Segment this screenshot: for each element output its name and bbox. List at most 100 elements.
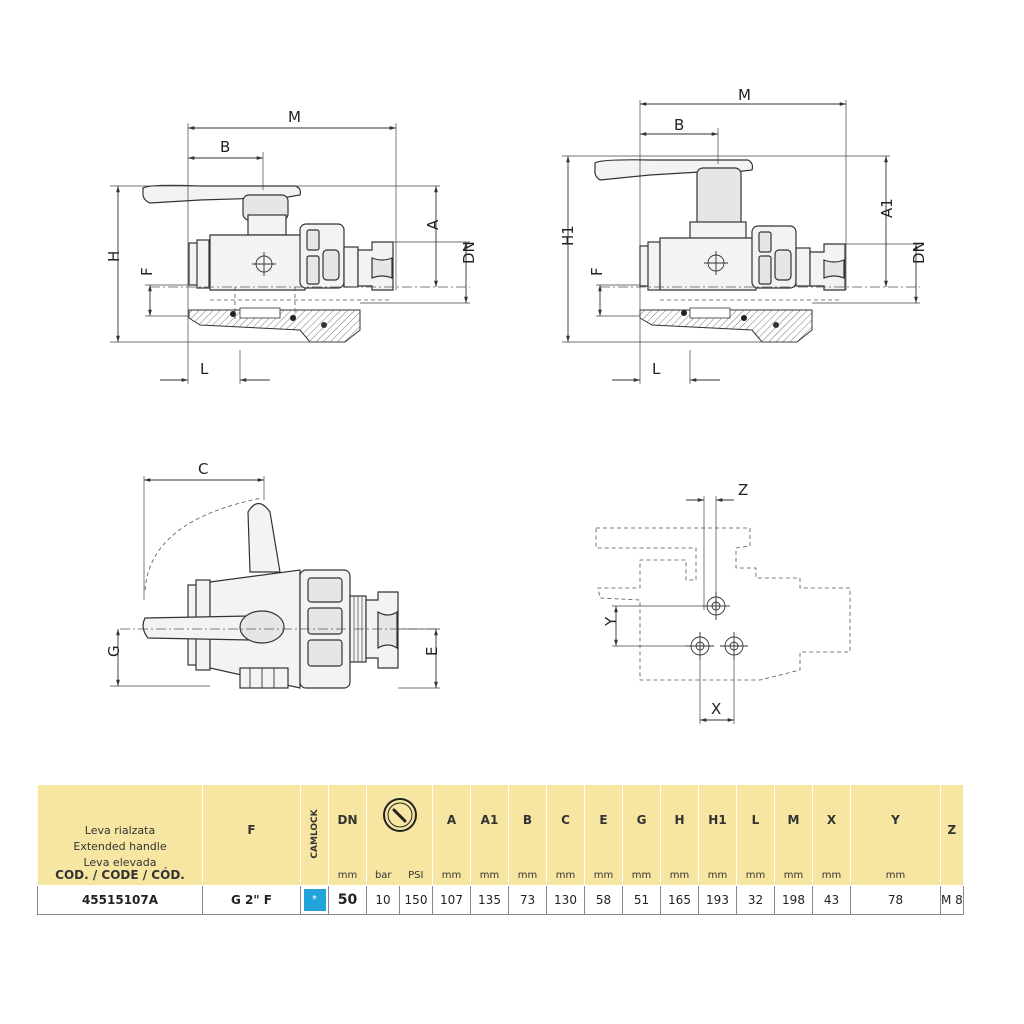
dim-a-label-1: A	[424, 219, 442, 230]
dim-x-label-4: X	[711, 700, 721, 718]
unit-psi: PSI	[408, 870, 424, 881]
header-h-label: H	[674, 813, 685, 827]
cell-a1: 135	[470, 885, 509, 915]
dim-l-label-1: L	[200, 360, 209, 378]
header-a1: A1 mm	[470, 784, 509, 886]
unit-c: mm	[555, 870, 576, 881]
cell-dn: 50	[328, 885, 367, 915]
unit-g: mm	[631, 870, 652, 881]
header-f: F	[202, 784, 301, 886]
header-m-label: M	[787, 813, 800, 827]
unit-h1: mm	[707, 870, 728, 881]
header-c-label: C	[561, 813, 570, 827]
dim-f-label-2: F	[588, 267, 606, 276]
unit-dn: mm	[337, 870, 358, 881]
unit-a1: mm	[479, 870, 500, 881]
header-a-label: A	[446, 813, 457, 827]
unit-bar: bar	[374, 870, 392, 881]
dim-h-label-1: H	[105, 251, 123, 262]
dim-l-label-2: L	[652, 360, 661, 378]
code-header: COD. / CODE / CÓD.	[55, 868, 185, 882]
header-e-label: E	[599, 813, 608, 827]
dim-dn-label-1: DN	[460, 241, 478, 264]
header-a1-label: A1	[480, 813, 499, 827]
unit-m: mm	[783, 870, 804, 881]
spec-table: Leva rialzata Extended handle Leva eleva…	[37, 784, 964, 915]
dim-b-label-1: B	[220, 138, 230, 156]
header-y-label: Y	[891, 813, 900, 827]
view-side-extended: M B H1 F A1 DN L	[559, 86, 928, 384]
unit-e: mm	[593, 870, 614, 881]
dim-b-label-2: B	[674, 116, 684, 134]
unit-h: mm	[669, 870, 690, 881]
unit-y: mm	[885, 870, 906, 881]
dim-g-label-3: G	[105, 645, 123, 657]
desc-line-es: Leva elevada	[83, 856, 157, 869]
technical-drawing: M B H F A DN L	[105, 86, 928, 724]
cell-psi: 150	[399, 885, 433, 915]
cell-c: 130	[546, 885, 585, 915]
header-x-label: X	[826, 813, 837, 827]
cell-h: 165	[660, 885, 699, 915]
dim-dn-label-2: DN	[910, 241, 928, 264]
cell-e: 58	[584, 885, 623, 915]
cell-h1: 193	[698, 885, 737, 915]
dim-z-label-4: Z	[738, 481, 748, 499]
dim-y-label-4: Y	[602, 616, 620, 627]
header-f-label: F	[247, 823, 256, 837]
cell-camlock: *	[300, 885, 329, 915]
view-top: C G E	[105, 460, 441, 689]
cell-z: M 8	[940, 885, 964, 915]
header-pressure: bar PSI	[366, 784, 433, 886]
header-dn: DN mm	[328, 784, 367, 886]
header-l-label: L	[751, 813, 760, 827]
dim-m-label-1: M	[288, 108, 301, 126]
header-b-label: B	[522, 813, 533, 827]
unit-a: mm	[441, 870, 462, 881]
cell-b: 73	[508, 885, 547, 915]
cell-y: 78	[850, 885, 941, 915]
unit-b: mm	[517, 870, 538, 881]
desc-line-it: Leva rialzata	[84, 824, 156, 837]
desc-line-en: Extended handle	[73, 840, 167, 853]
header-code: Leva rialzata Extended handle Leva eleva…	[37, 784, 203, 886]
dim-a1-label-2: A1	[878, 198, 896, 218]
table-header-row: Leva rialzata Extended handle Leva eleva…	[37, 784, 964, 886]
cell-f: G 2" F	[202, 885, 301, 915]
dim-c-label-3: C	[198, 460, 208, 478]
cell-l: 32	[736, 885, 775, 915]
header-h1: H1 mm	[698, 784, 737, 886]
cell-g: 51	[622, 885, 661, 915]
header-z: Z	[940, 784, 964, 886]
header-z-label: Z	[947, 823, 957, 837]
pressure-gauge-icon	[382, 798, 417, 832]
unit-l: mm	[745, 870, 766, 881]
dim-f-label-1: F	[138, 267, 156, 276]
cell-code: 45515107A	[37, 885, 203, 915]
unit-x: mm	[821, 870, 842, 881]
camlock-star-icon: *	[303, 889, 326, 911]
dim-h1-label-2: H1	[559, 225, 577, 246]
dim-e-label-3: E	[423, 647, 441, 656]
header-h1-label: H1	[708, 813, 727, 827]
view-side-standard: M B H F A DN L	[105, 108, 478, 384]
cell-m: 198	[774, 885, 813, 915]
header-g-label: G	[636, 813, 647, 827]
view-mounting: Z Y X	[595, 481, 851, 724]
cell-a: 107	[432, 885, 471, 915]
cell-x: 43	[812, 885, 851, 915]
header-dn-label: DN	[337, 813, 358, 827]
dim-m-label-2: M	[738, 86, 751, 104]
camlock-label: CAMLOCK	[309, 809, 320, 859]
header-camlock: CAMLOCK	[300, 784, 329, 886]
